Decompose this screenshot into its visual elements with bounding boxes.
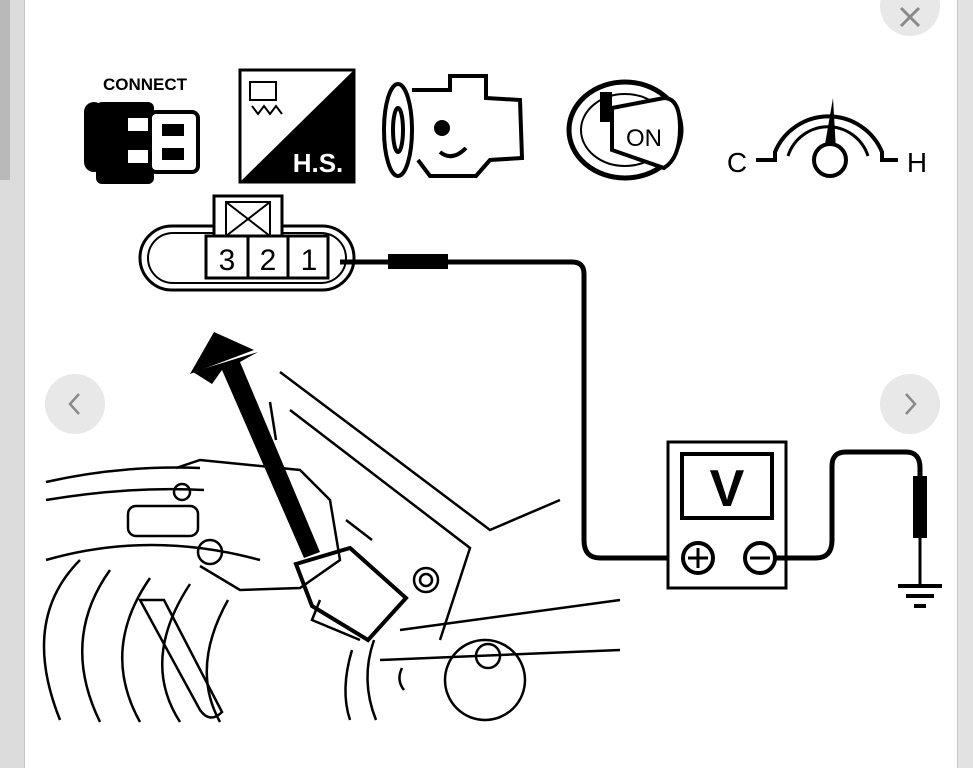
connector-pin-diagram: 3 2 1 [138,194,356,292]
svg-text:C: C [727,147,747,178]
svg-text:H: H [907,147,927,178]
left-gutter [0,0,25,768]
next-image-button[interactable] [880,374,940,434]
svg-text:CONNECT: CONNECT [103,75,188,94]
engine-icon [382,74,525,178]
pin-3: 3 [219,244,236,277]
chevron-right-icon [905,393,917,415]
probe-wire [340,254,680,561]
hs-icon: H.S. [238,68,356,184]
left-scrollbar[interactable] [0,0,10,180]
chevron-left-icon [68,393,80,415]
engine-bay-illustration [42,371,621,723]
svg-text:V: V [710,460,745,518]
close-icon [899,6,921,28]
voltmeter: V [666,440,788,590]
pin-1: 1 [301,244,318,277]
ground-wire [775,449,942,608]
pin-2: 2 [260,244,277,277]
right-gutter [957,0,973,768]
svg-text:H.S.: H.S. [293,148,344,178]
temperature-gauge-icon: C H [727,98,927,178]
connect-icon: CONNECT [84,75,200,184]
previous-image-button[interactable] [45,374,105,434]
svg-text:ON: ON [626,125,662,152]
pointer-arrow [190,332,320,558]
ignition-key-icon: ON [566,79,684,181]
